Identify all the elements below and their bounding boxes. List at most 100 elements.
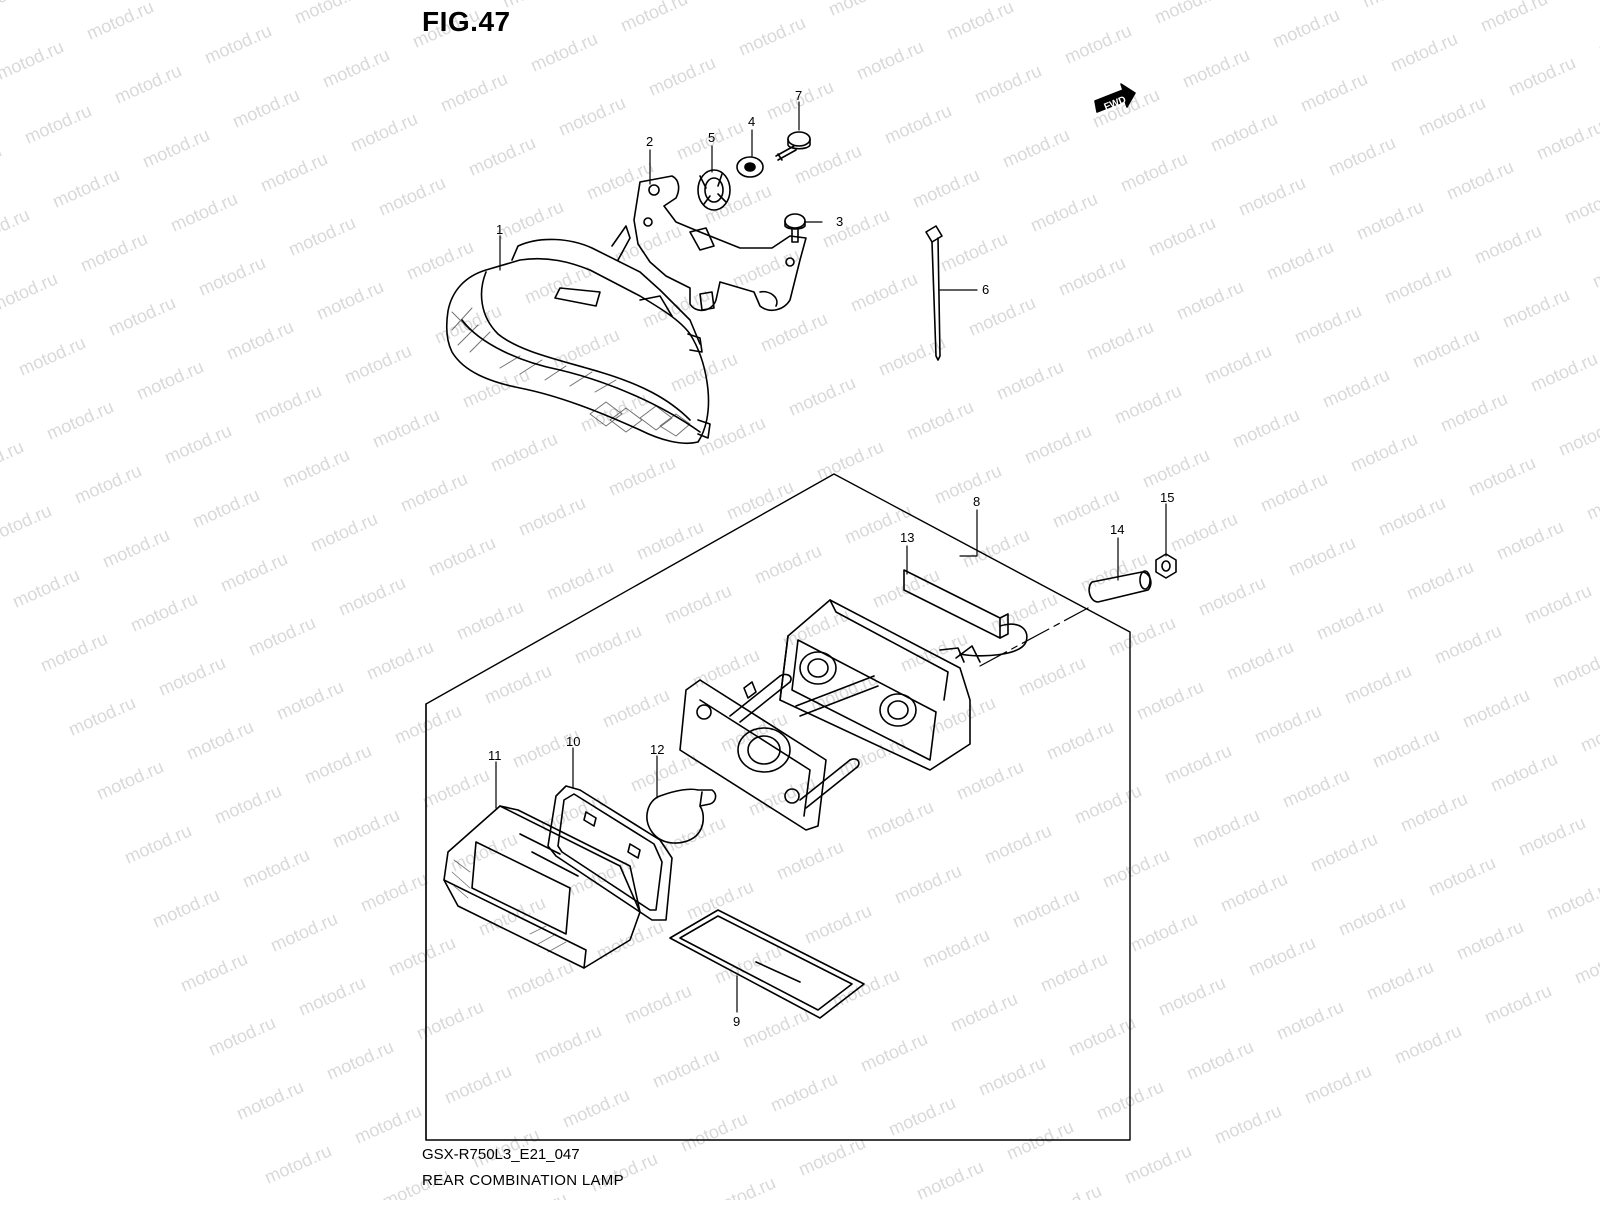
watermark-text: motod.ru bbox=[385, 932, 458, 979]
watermark-text: motod.ru bbox=[77, 228, 150, 275]
watermark-text: motod.ru bbox=[257, 148, 330, 195]
watermark-text: motod.ru bbox=[1595, 12, 1600, 59]
watermark-text: motod.ru bbox=[1207, 108, 1280, 155]
watermark-text: motod.ru bbox=[251, 380, 324, 427]
callout-6: 6 bbox=[982, 282, 989, 297]
watermark-text: motod.ru bbox=[1453, 916, 1526, 963]
watermark-text: motod.ru bbox=[133, 356, 206, 403]
watermark-text: motod.ru bbox=[1027, 188, 1100, 235]
watermark-text: motod.ru bbox=[1341, 660, 1414, 707]
watermark-text: motod.ru bbox=[1363, 956, 1436, 1003]
watermark-text: motod.ru bbox=[903, 396, 976, 443]
watermark-text: motod.ru bbox=[723, 476, 796, 523]
watermark-text: motod.ru bbox=[1443, 156, 1516, 203]
part-3-screw bbox=[784, 213, 806, 243]
watermark-text: motod.ru bbox=[785, 372, 858, 419]
watermark-text: motod.ru bbox=[1279, 764, 1352, 811]
watermark-text: motod.ru bbox=[1139, 444, 1212, 491]
watermark-text: motod.ru bbox=[617, 0, 690, 36]
watermark-text: motod.ru bbox=[1459, 684, 1532, 731]
watermark-text: motod.ru bbox=[1211, 1100, 1284, 1147]
watermark-text: motod.ru bbox=[791, 140, 864, 187]
watermark-text: motod.ru bbox=[1071, 780, 1144, 827]
watermark-text: motod.ru bbox=[189, 484, 262, 531]
watermark-text: motod.ru bbox=[1505, 52, 1578, 99]
watermark-text: motod.ru bbox=[1375, 492, 1448, 539]
watermark-text: motod.ru bbox=[813, 436, 886, 483]
watermark-text: motod.ru bbox=[121, 820, 194, 867]
watermark-text: motod.ru bbox=[757, 308, 830, 355]
watermark-text: motod.ru bbox=[1055, 252, 1128, 299]
watermark-text: motod.ru bbox=[739, 1004, 812, 1051]
watermark-text: motod.ru bbox=[937, 228, 1010, 275]
watermark-text: motod.ru bbox=[1543, 876, 1600, 923]
watermark-text: motod.ru bbox=[211, 780, 284, 827]
watermark-text: motod.ru bbox=[1381, 260, 1454, 307]
watermark-text: motod.ru bbox=[65, 692, 138, 739]
watermark-text: motod.ru bbox=[633, 516, 706, 563]
watermark-text: motod.ru bbox=[953, 756, 1026, 803]
watermark-text: motod.ru bbox=[357, 868, 430, 915]
watermark-text: motod.ru bbox=[1105, 612, 1178, 659]
watermark-text: motod.ru bbox=[1499, 284, 1572, 331]
watermark-text: motod.ru bbox=[543, 556, 616, 603]
watermark-text: motod.ru bbox=[881, 100, 954, 147]
watermark-text: motod.ru bbox=[745, 772, 818, 819]
watermark-text: motod.ru bbox=[1521, 580, 1594, 627]
watermark-text: motod.ru bbox=[661, 580, 734, 627]
callout-13: 13 bbox=[900, 530, 914, 545]
watermark-text: motod.ru bbox=[1031, 1180, 1104, 1200]
watermark-text: motod.ru bbox=[559, 1084, 632, 1131]
watermark-text: motod.ru bbox=[0, 36, 67, 83]
watermark-text: motod.ru bbox=[183, 716, 256, 763]
watermark-text: motod.ru bbox=[611, 220, 684, 267]
watermark-text: motod.ru bbox=[363, 636, 436, 683]
watermark-text: motod.ru bbox=[847, 268, 920, 315]
watermark-text: motod.ru bbox=[391, 700, 464, 747]
part-2-bracket bbox=[633, 175, 807, 312]
watermark-text: motod.ru bbox=[239, 844, 312, 891]
watermark-text: motod.ru bbox=[1269, 4, 1342, 51]
watermark-text: motod.ru bbox=[981, 820, 1054, 867]
watermark-text: motod.ru bbox=[1201, 340, 1274, 387]
watermark-text: motod.ru bbox=[341, 340, 414, 387]
callout-7: 7 bbox=[795, 88, 802, 103]
callout-9: 9 bbox=[733, 1014, 740, 1029]
watermark-text: motod.ru bbox=[515, 492, 588, 539]
watermark-text: motod.ru bbox=[313, 276, 386, 323]
callout-2: 2 bbox=[646, 134, 653, 149]
watermark-text: motod.ru bbox=[1369, 724, 1442, 771]
part-14-spacer bbox=[1088, 570, 1152, 603]
watermark-text: motod.ru bbox=[645, 52, 718, 99]
figure-caption: REAR COMBINATION LAMP bbox=[422, 1172, 624, 1189]
watermark-text: motod.ru bbox=[711, 940, 784, 987]
watermark-text: motod.ru bbox=[419, 764, 492, 811]
watermark-text: motod.ru bbox=[605, 452, 678, 499]
watermark-text: motod.ru bbox=[1285, 532, 1358, 579]
watermark-text: motod.ru bbox=[1353, 196, 1426, 243]
watermark-text: motod.ru bbox=[1083, 316, 1156, 363]
watermark-text: motod.ru bbox=[1387, 28, 1460, 75]
watermark-text: motod.ru bbox=[909, 164, 982, 211]
watermark-text: motod.ru bbox=[217, 548, 290, 595]
watermark-text: motod.ru bbox=[801, 900, 874, 947]
watermark-text: motod.ru bbox=[1487, 748, 1560, 795]
part-11-lens bbox=[443, 805, 641, 969]
callout-12: 12 bbox=[650, 742, 664, 757]
watermark-text: motod.ru bbox=[437, 68, 510, 115]
watermark-text: motod.ru bbox=[0, 0, 39, 20]
watermark-text: motod.ru bbox=[1133, 676, 1206, 723]
watermark-text: motod.ru bbox=[1549, 644, 1600, 691]
callout-14: 14 bbox=[1110, 522, 1124, 537]
watermark-text: motod.ru bbox=[735, 12, 808, 59]
callout-10: 10 bbox=[566, 734, 580, 749]
watermark-text: motod.ru bbox=[1431, 620, 1504, 667]
watermark-text: motod.ru bbox=[1217, 868, 1290, 915]
watermark-text: motod.ru bbox=[1577, 708, 1600, 755]
leader-lines bbox=[495, 101, 1167, 1013]
watermark-text: motod.ru bbox=[1471, 220, 1544, 267]
watermark-text: motod.ru bbox=[835, 732, 908, 779]
watermark-text: motod.ru bbox=[1263, 236, 1336, 283]
watermark-text: motod.ru bbox=[1229, 404, 1302, 451]
